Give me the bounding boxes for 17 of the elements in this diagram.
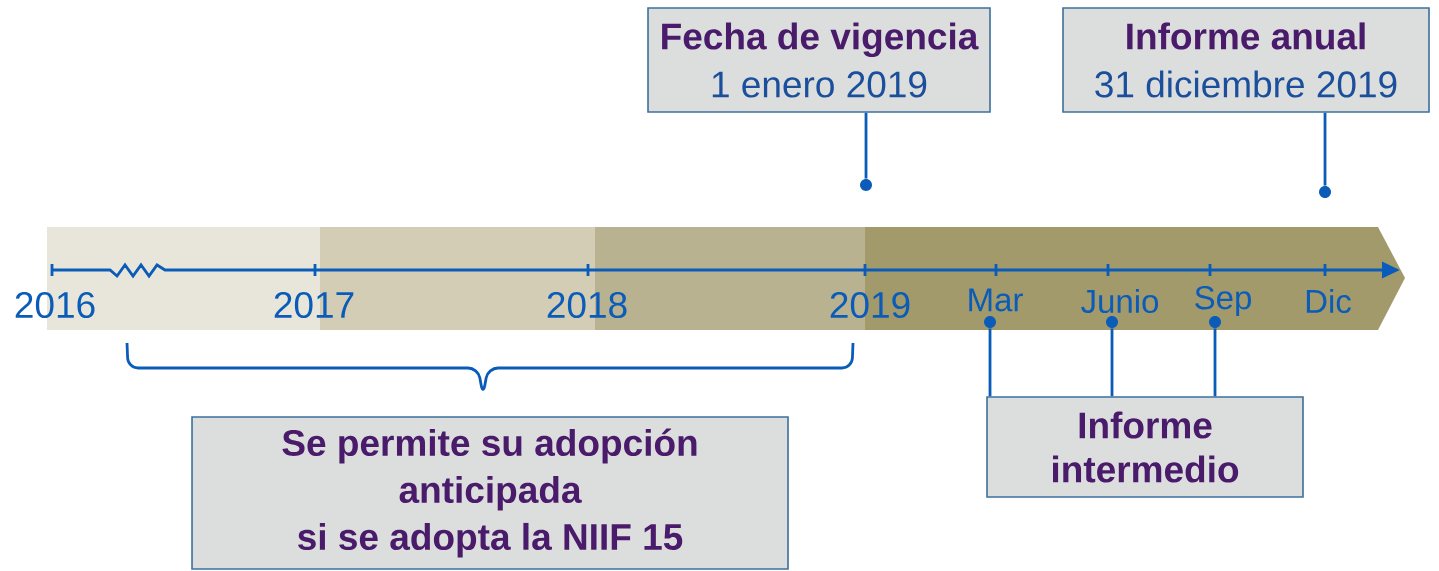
text-box: Informe anual 31 diciembre 2019 (1062, 7, 1430, 113)
axis-label: Dic (1306, 288, 1351, 314)
axis-label: 2018 (547, 291, 627, 319)
axis-label: 2019 (830, 291, 910, 319)
text-box: Informe intermedio (986, 396, 1304, 498)
leader-line (1110, 328, 1114, 397)
axis-label: Junio (1081, 288, 1159, 314)
text-box: Fecha de vigencia 1 enero 2019 (647, 7, 991, 113)
axis-label: Sep (1195, 286, 1251, 316)
leader-line (1323, 112, 1327, 186)
leader-line (988, 328, 992, 397)
axis-label: 2017 (274, 291, 354, 319)
text-box: Se permite su adopción anticipada si se adopta la NIIF 15 (191, 416, 789, 570)
axis-label: Mar (969, 288, 1023, 312)
axis-label: 2016 (15, 291, 95, 319)
leader-line (864, 112, 868, 179)
leader-line (1213, 328, 1217, 397)
